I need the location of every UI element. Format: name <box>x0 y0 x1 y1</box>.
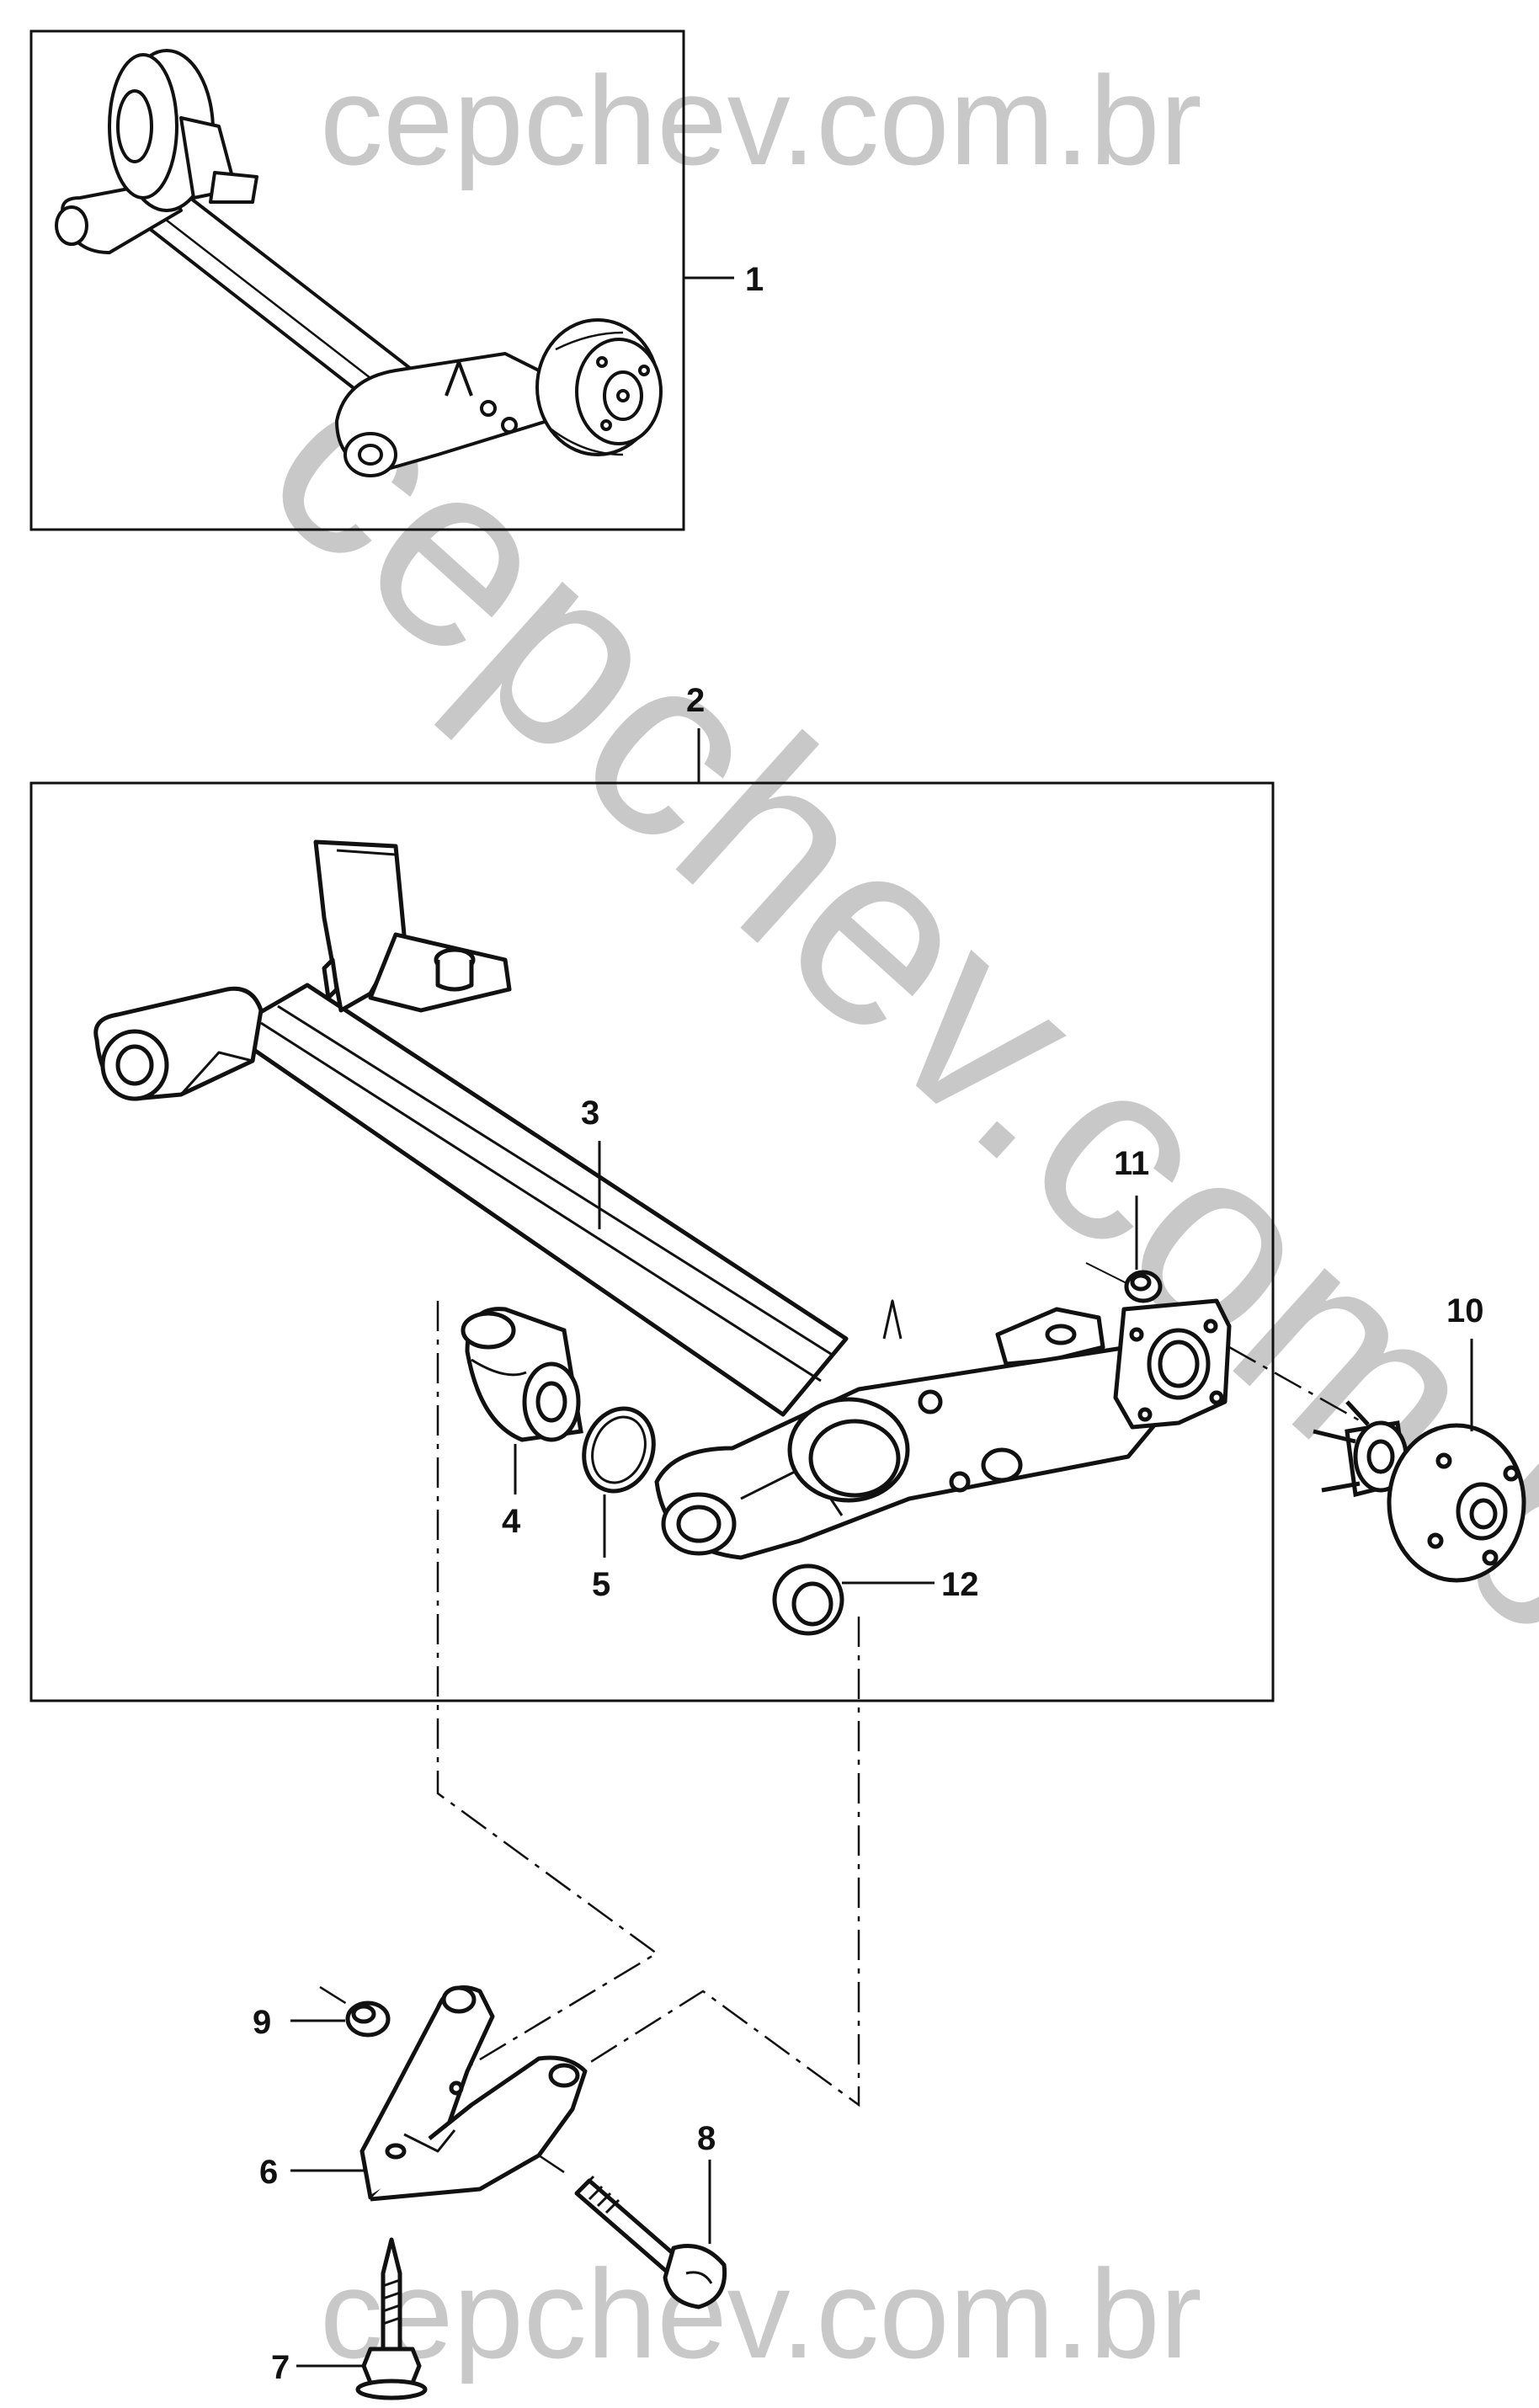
guide-washer-to-bracket <box>588 1617 860 2107</box>
panel-2-frame <box>29 781 1275 1702</box>
callout-7: 7 <box>271 2349 290 2386</box>
bolt-part-7 <box>355 2237 428 2400</box>
guide-bushing-to-bracket <box>403 1301 659 2107</box>
watermark-bottom: cepchev.com.br <box>320 2243 1202 2384</box>
callout-4: 4 <box>502 1503 521 1540</box>
panel-axle-assembly: 2 <box>29 682 1275 1702</box>
watermark-top: cepchev.com.br <box>320 50 1202 191</box>
panel-1-frame <box>29 29 685 531</box>
bolt-part-8 <box>574 2175 727 2309</box>
nut-part-11 <box>1124 1270 1163 1303</box>
bracket-part-6 <box>359 1985 588 2202</box>
callout-12: 12 <box>941 1566 979 1603</box>
washer-part-12 <box>772 1564 844 1636</box>
callout-11: 11 <box>1114 1145 1149 1182</box>
bushing-part-4 <box>461 1307 583 1442</box>
watermark-diagonal: cepchev.com.br <box>215 312 1539 1750</box>
callout-6: 6 <box>259 2154 278 2191</box>
callout-3: 3 <box>581 1095 599 1132</box>
callout-8: 8 <box>697 2120 716 2157</box>
callout-10: 10 <box>1446 1292 1484 1329</box>
panel-complete-axle: 1 <box>29 29 764 531</box>
nut-part-9 <box>345 2000 391 2038</box>
wheel-hub-part-10 <box>1313 1400 1526 1583</box>
guide-bolt-8 <box>538 2154 565 2174</box>
callout-5: 5 <box>592 1566 610 1603</box>
assembly-guide-lines <box>319 1301 1365 2189</box>
callout-1: 1 <box>745 261 764 298</box>
guide-plate-to-hub <box>1228 1345 1365 1425</box>
callout-9: 9 <box>253 2004 271 2041</box>
axle-beam-part-3 <box>93 839 1232 1560</box>
nut-11-centerline <box>1085 1262 1129 1285</box>
complete-axle-drawing <box>55 49 663 477</box>
ring-part-5 <box>582 1406 656 1494</box>
guide-nut-9 <box>319 1985 354 2010</box>
callout-2: 2 <box>686 682 705 719</box>
